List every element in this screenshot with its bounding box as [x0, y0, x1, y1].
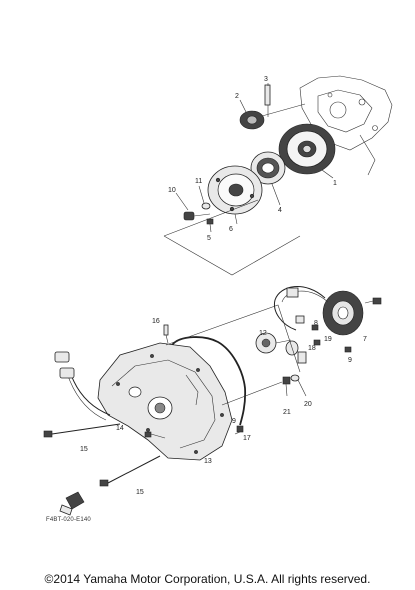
callout-6: 6	[229, 226, 233, 233]
callout-11: 11	[195, 178, 202, 185]
callout-18: 18	[308, 345, 316, 352]
callout-19: 19	[324, 336, 332, 343]
part-5-bolt	[206, 218, 214, 233]
part-8-bolt	[311, 324, 319, 331]
callout-10: 10	[168, 187, 176, 194]
callout-15b: 15	[136, 489, 144, 496]
part-6-clutch-housing	[207, 165, 263, 215]
callout-9: 9	[232, 418, 236, 425]
part-17-gasket	[171, 336, 247, 426]
part-7-stator	[322, 290, 382, 336]
part-20-washer	[290, 374, 307, 397]
callout-12: 12	[259, 330, 267, 337]
lower-assembly-frame	[165, 304, 301, 435]
callout-8: 8	[314, 320, 318, 327]
part-1-driven-gear	[278, 123, 336, 175]
callout-9b: 9	[348, 357, 352, 364]
part-15-long-bolt	[43, 423, 121, 438]
upper-leader-lines	[175, 83, 334, 225]
copyright-notice: ©2014 Yamaha Motor Corporation, U.S.A. A…	[44, 572, 371, 586]
callout-1: 1	[333, 180, 337, 187]
part-3-pin	[264, 84, 271, 117]
part-4-one-way-clutch	[250, 151, 286, 185]
part-10-bolt	[183, 211, 211, 221]
callout-17: 17	[243, 435, 251, 442]
callout-2: 2	[235, 93, 239, 100]
callout-16: 16	[152, 318, 160, 325]
callout-7: 7	[363, 336, 367, 343]
callout-5: 5	[207, 235, 211, 242]
part-13-crankcase-cover	[97, 342, 233, 461]
part-15-long-bolt-2	[99, 455, 161, 487]
callout-21: 21	[283, 409, 291, 416]
callout-15: 15	[80, 446, 88, 453]
part-12-oil-seal	[255, 332, 292, 354]
part-2-idler-gear	[239, 103, 306, 130]
callout-14: 14	[116, 425, 124, 432]
callout-labels: 3 2 1 4 10 11 5 6 16 7 8 19 18 15 14 17 …	[80, 76, 367, 496]
part-21-bolt	[282, 376, 291, 397]
stator-wire-harness	[273, 285, 329, 331]
part-14-bolt	[144, 431, 166, 439]
detail-bracket-icon	[59, 491, 85, 516]
callout-20: 20	[304, 401, 312, 408]
part-9-bolt	[236, 425, 244, 433]
upper-assembly-frame	[163, 199, 301, 276]
figure-code: F4BT-020-E140	[46, 517, 91, 523]
part-11-washer	[198, 185, 211, 210]
callout-3: 3	[264, 76, 268, 83]
part-19-bolt	[313, 339, 352, 353]
callout-13: 13	[204, 458, 212, 465]
part-16-dowel-pin	[163, 324, 169, 344]
callout-4: 4	[278, 207, 282, 214]
cover-wire-lead	[54, 351, 111, 421]
